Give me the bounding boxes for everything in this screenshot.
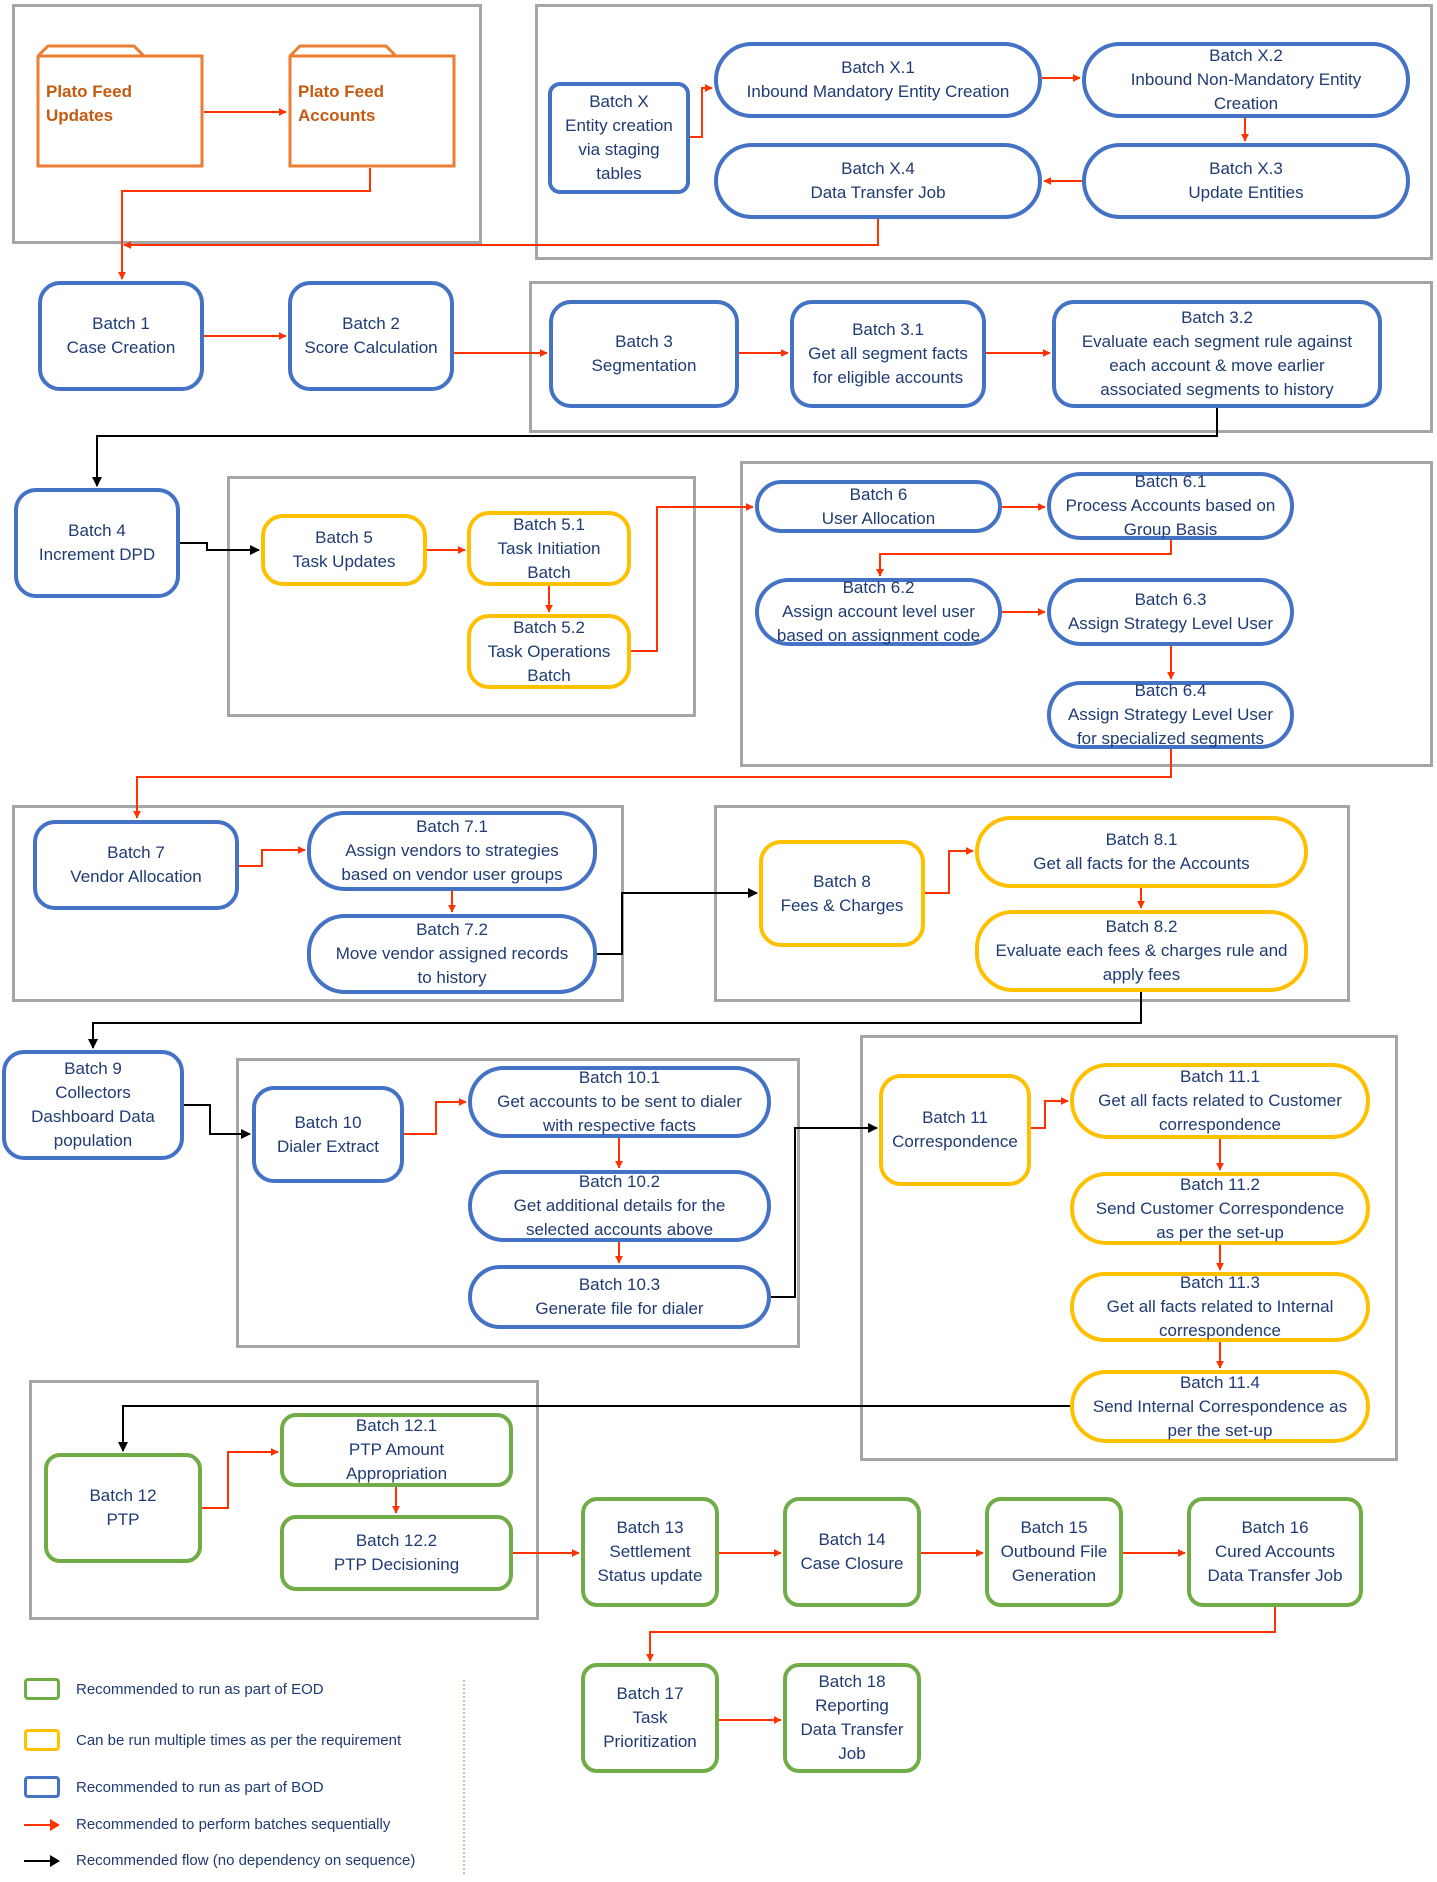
legend-sequential: Recommended to perform batches sequentia… — [24, 1816, 390, 1833]
legend-yellow-box — [24, 1729, 60, 1751]
legend-green-box — [24, 1678, 60, 1700]
node-batch-6-1: Batch 6.1 Process Accounts based on Grou… — [1047, 472, 1294, 540]
folder-plato-feed-updates: Plato Feed Updates — [36, 44, 204, 168]
legend-eod: Recommended to run as part of EOD — [24, 1678, 324, 1700]
node-batch-3: Batch 3 Segmentation — [549, 300, 739, 408]
node-batch-11-2: Batch 11.2 Send Customer Correspondence … — [1070, 1172, 1370, 1245]
legend-bod-label: Recommended to run as part of BOD — [76, 1778, 324, 1796]
node-batch-16: Batch 16 Cured Accounts Data Transfer Jo… — [1187, 1497, 1363, 1607]
folder-label: Plato Feed Accounts — [298, 82, 384, 125]
node-batch-14: Batch 14 Case Closure — [783, 1497, 921, 1607]
node-batch-11-3: Batch 11.3 Get all facts related to Inte… — [1070, 1272, 1370, 1342]
group-ptp — [29, 1380, 539, 1620]
node-batch-6-2: Batch 6.2 Assign account level user base… — [755, 578, 1002, 646]
group-batch-x — [535, 4, 1433, 260]
red-arrow-icon — [24, 1818, 60, 1831]
black-arrow-icon — [24, 1854, 60, 1867]
node-batch-7-2: Batch 7.2 Move vendor assigned records t… — [307, 914, 597, 994]
node-batch-12-1: Batch 12.1 PTP Amount Appropriation — [280, 1413, 513, 1487]
node-batch-x-1: Batch X.1 Inbound Mandatory Entity Creat… — [714, 42, 1042, 118]
node-batch-7-1: Batch 7.1 Assign vendors to strategies b… — [307, 811, 597, 891]
node-batch-6-3: Batch 6.3 Assign Strategy Level User — [1047, 578, 1294, 646]
node-batch-11-4: Batch 11.4 Send Internal Correspondence … — [1070, 1370, 1370, 1443]
legend-bod: Recommended to run as part of BOD — [24, 1776, 324, 1798]
node-batch-7: Batch 7 Vendor Allocation — [33, 820, 239, 910]
legend-divider — [463, 1680, 465, 1874]
node-batch-3-2: Batch 3.2 Evaluate each segment rule aga… — [1052, 300, 1382, 408]
node-batch-2: Batch 2 Score Calculation — [288, 281, 454, 391]
node-batch-18: Batch 18 Reporting Data Transfer Job — [783, 1663, 921, 1773]
node-batch-8-2: Batch 8.2 Evaluate each fees & charges r… — [975, 910, 1308, 992]
node-batch-5: Batch 5 Task Updates — [261, 514, 427, 586]
node-batch-6-4: Batch 6.4 Assign Strategy Level User for… — [1047, 681, 1294, 749]
legend-multiple: Can be run multiple times as per the req… — [24, 1729, 401, 1751]
node-batch-8-1: Batch 8.1 Get all facts for the Accounts — [975, 816, 1308, 888]
folder-plato-feed-accounts: Plato Feed Accounts — [288, 44, 456, 168]
node-batch-12: Batch 12 PTP — [44, 1453, 202, 1563]
node-batch-x-2: Batch X.2 Inbound Non-Mandatory Entity C… — [1082, 42, 1410, 118]
node-batch-4: Batch 4 Increment DPD — [14, 488, 180, 598]
node-batch-11: Batch 11 Correspondence — [879, 1074, 1031, 1186]
node-batch-10-1: Batch 10.1 Get accounts to be sent to di… — [468, 1066, 771, 1138]
legend-sequential-label: Recommended to perform batches sequentia… — [76, 1816, 391, 1833]
legend-eod-label: Recommended to run as part of EOD — [76, 1680, 324, 1698]
node-batch-6: Batch 6 User Allocation — [755, 480, 1002, 533]
node-batch-10: Batch 10 Dialer Extract — [252, 1086, 404, 1183]
node-batch-10-3: Batch 10.3 Generate file for dialer — [468, 1265, 771, 1329]
node-batch-9: Batch 9 Collectors Dashboard Data popula… — [2, 1050, 184, 1160]
legend-multiple-label: Can be run multiple times as per the req… — [76, 1731, 402, 1749]
node-batch-x-3: Batch X.3 Update Entities — [1082, 143, 1410, 219]
node-batch-15: Batch 15 Outbound File Generation — [985, 1497, 1123, 1607]
legend-flow: Recommended flow (no dependency on seque… — [24, 1852, 415, 1869]
node-batch-13: Batch 13 Settlement Status update — [581, 1497, 719, 1607]
node-batch-1: Batch 1 Case Creation — [38, 281, 204, 391]
node-batch-10-2: Batch 10.2 Get additional details for th… — [468, 1170, 771, 1242]
folder-label: Plato Feed Updates — [46, 82, 132, 125]
node-batch-5-1: Batch 5.1 Task Initiation Batch — [467, 511, 631, 586]
node-batch-5-2: Batch 5.2 Task Operations Batch — [467, 614, 631, 689]
node-batch-8: Batch 8 Fees & Charges — [759, 840, 925, 947]
legend-flow-label: Recommended flow (no dependency on seque… — [76, 1852, 416, 1869]
arrow-b16-to-b17 — [646, 1607, 1276, 1662]
legend-blue-box — [24, 1776, 60, 1798]
node-batch-x-4: Batch X.4 Data Transfer Job — [714, 143, 1042, 219]
node-batch-12-2: Batch 12.2 PTP Decisioning — [280, 1515, 513, 1591]
node-batch-11-1: Batch 11.1 Get all facts related to Cust… — [1070, 1063, 1370, 1139]
node-batch-3-1: Batch 3.1 Get all segment facts for elig… — [790, 300, 986, 408]
node-batch-17: Batch 17 Task Prioritization — [581, 1663, 719, 1773]
folder-icon — [288, 44, 456, 168]
folder-icon — [36, 44, 204, 168]
node-batch-x: Batch X Entity creation via staging tabl… — [548, 82, 690, 194]
